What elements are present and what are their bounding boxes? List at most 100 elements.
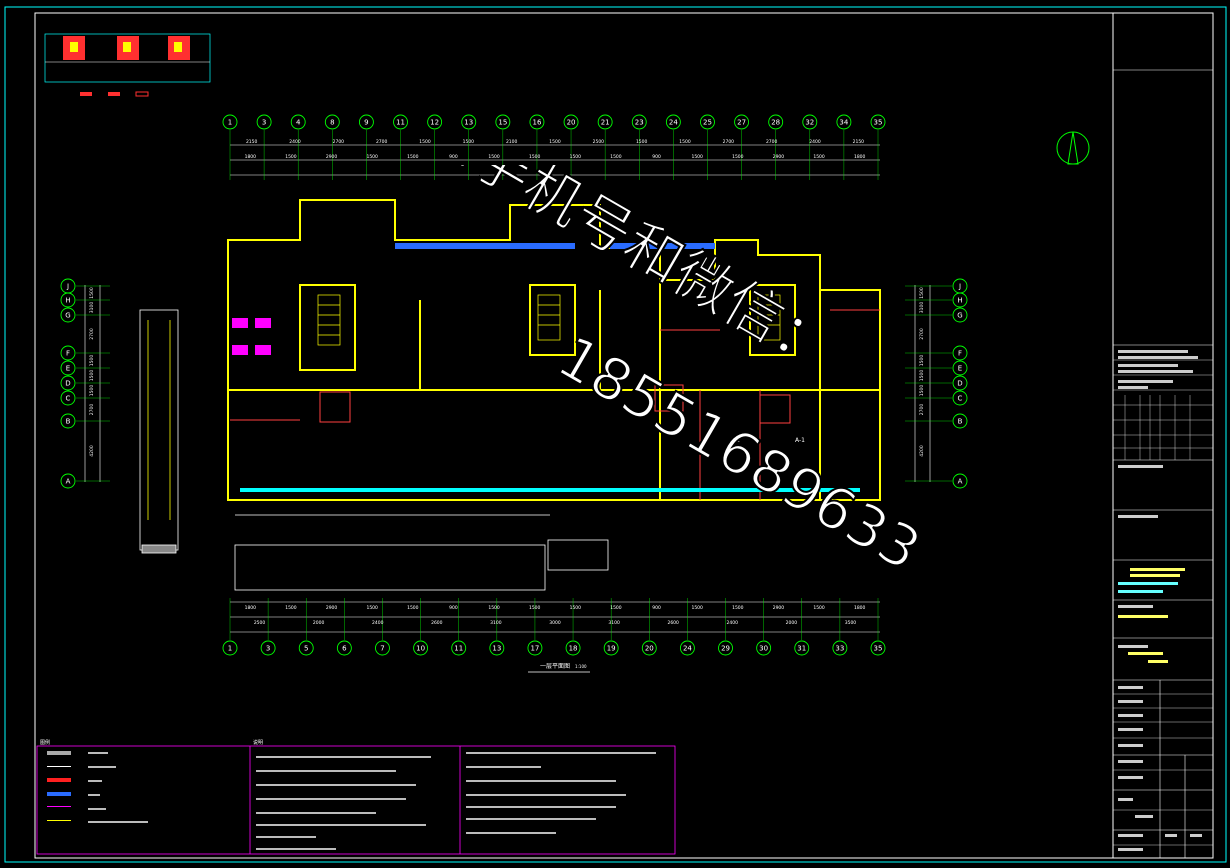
axis-label: 16 (532, 119, 541, 127)
axis-bubble-left: B (60, 413, 76, 429)
axis-label: 33 (835, 645, 844, 653)
axis-bubble-left: E (60, 360, 76, 376)
dimension-text-top: 1800 (854, 154, 866, 160)
legend-header: 图例 (40, 739, 50, 746)
dimension-text-bottom: 1500 (813, 605, 825, 611)
axis-label: 17 (530, 645, 539, 653)
axis-label: 35 (874, 645, 883, 653)
axis-bubble-bottom: 24 (679, 640, 695, 656)
axis-bubble-top: 28 (768, 114, 784, 130)
axis-bubble-left: G (60, 307, 76, 323)
axis-label: 30 (759, 645, 768, 653)
dimension-text-bottom: 2900 (773, 605, 785, 611)
axis-bubble-bottom: 35 (870, 640, 886, 656)
axis-label: J (958, 283, 961, 291)
axis-bubble-bottom: 3 (260, 640, 276, 656)
dimension-text-top: 2100 (506, 139, 518, 145)
axis-bubble-right: A (952, 473, 968, 489)
axis-bubble-bottom: 29 (718, 640, 733, 656)
ramp-structure (139, 309, 179, 554)
axis-bubble-top: 32 (802, 114, 818, 130)
title-block-text (1118, 350, 1202, 851)
axis-label: E (958, 365, 962, 373)
dimension-text-top: 1500 (407, 154, 419, 160)
dimension-text-left: 1500 (89, 287, 95, 299)
axis-bubble-bottom: 33 (832, 640, 848, 656)
dimension-text-bottom: 3100 (490, 620, 502, 626)
axis-label: 8 (330, 119, 334, 127)
axis-label: J (66, 283, 69, 291)
dimension-text-top: 2900 (773, 154, 785, 160)
axis-bubble-top: 23 (631, 114, 647, 130)
dimension-text-bottom: 3500 (845, 620, 857, 626)
axis-label: B (66, 418, 71, 426)
dimension-text-left: 4200 (89, 445, 95, 457)
axis-label: 11 (454, 645, 463, 653)
axis-bubble-right: C (952, 390, 968, 406)
axis-bubble-top: 34 (836, 114, 852, 130)
dimension-text-top: 2150 (246, 139, 258, 145)
dimension-text-bottom: 900 (652, 605, 661, 611)
left-dimension-lines (84, 285, 101, 482)
axis-label: G (957, 312, 962, 320)
dimension-text-top: 1500 (549, 139, 561, 145)
axis-label: 1 (228, 645, 232, 653)
dimension-text-left: 1500 (89, 370, 95, 382)
axis-label: 20 (645, 645, 654, 653)
dimension-text-right: 2700 (919, 404, 925, 416)
axis-label: 19 (607, 645, 616, 653)
dimension-text-bottom: 1800 (854, 605, 866, 611)
north-arrow (1056, 131, 1090, 165)
dimension-text-bottom: 2600 (667, 620, 679, 626)
dimension-text-bottom: 1500 (732, 605, 744, 611)
axis-label: A (958, 478, 963, 486)
dimension-text-bottom: 1500 (285, 605, 297, 611)
right-dimension-lines (914, 285, 931, 482)
axis-bubble-bottom: 5 (298, 640, 314, 656)
axis-bubble-right: B (952, 413, 968, 429)
axis-bubble-left: A (60, 473, 76, 489)
dimension-text-bottom: 1500 (691, 605, 703, 611)
dimension-text-bottom: 3000 (549, 620, 561, 626)
dimension-text-top: 2700 (333, 139, 345, 145)
axis-label: 12 (430, 119, 439, 127)
axis-label: 29 (721, 645, 730, 653)
dimension-text-left: 2700 (89, 404, 95, 416)
axis-bubble-bottom: 19 (603, 640, 619, 656)
axis-bubble-top: 3 (256, 114, 272, 130)
axis-bubble-left: C (60, 390, 76, 406)
dimension-text-top: 1500 (366, 154, 378, 160)
building-walls (227, 199, 881, 501)
plan-scale: 1:100 (575, 664, 587, 669)
axis-bubble-top: 16 (529, 114, 545, 130)
axis-bubble-top: 24 (665, 114, 681, 130)
axis-bubble-bottom: 30 (756, 640, 772, 656)
axis-label: E (66, 365, 70, 373)
axis-label: 34 (839, 119, 848, 127)
dimension-text-bottom: 2400 (372, 620, 384, 626)
dimension-text-top: 1500 (732, 154, 744, 160)
axis-bubble-bottom: 13 (489, 640, 505, 656)
axis-bubble-bottom: 31 (794, 640, 810, 656)
title-block (1113, 69, 1213, 858)
dimension-text-bottom: 2500 (254, 620, 266, 626)
axis-label: 6 (342, 645, 347, 653)
dimension-text-left: 1500 (89, 385, 95, 397)
unit-label-a2: A-2 (730, 437, 740, 444)
balcony-strip (240, 243, 860, 492)
axis-label: 18 (569, 645, 578, 653)
axis-bubble-bottom: 18 (565, 640, 581, 656)
axis-label: G (65, 312, 70, 320)
dimension-text-bottom: 1500 (366, 605, 378, 611)
dimension-text-bottom: 1500 (529, 605, 541, 611)
dimension-text-right: 1500 (919, 370, 925, 382)
dimension-text-top: 1500 (285, 154, 297, 160)
axis-bubble-right: H (952, 292, 968, 308)
axis-label: 5 (304, 645, 308, 653)
terrace-lower (234, 514, 609, 591)
dimension-text-bottom: 2000 (313, 620, 325, 626)
axis-bubble-left: H (60, 292, 76, 308)
dimension-text-right: 4200 (919, 445, 925, 457)
